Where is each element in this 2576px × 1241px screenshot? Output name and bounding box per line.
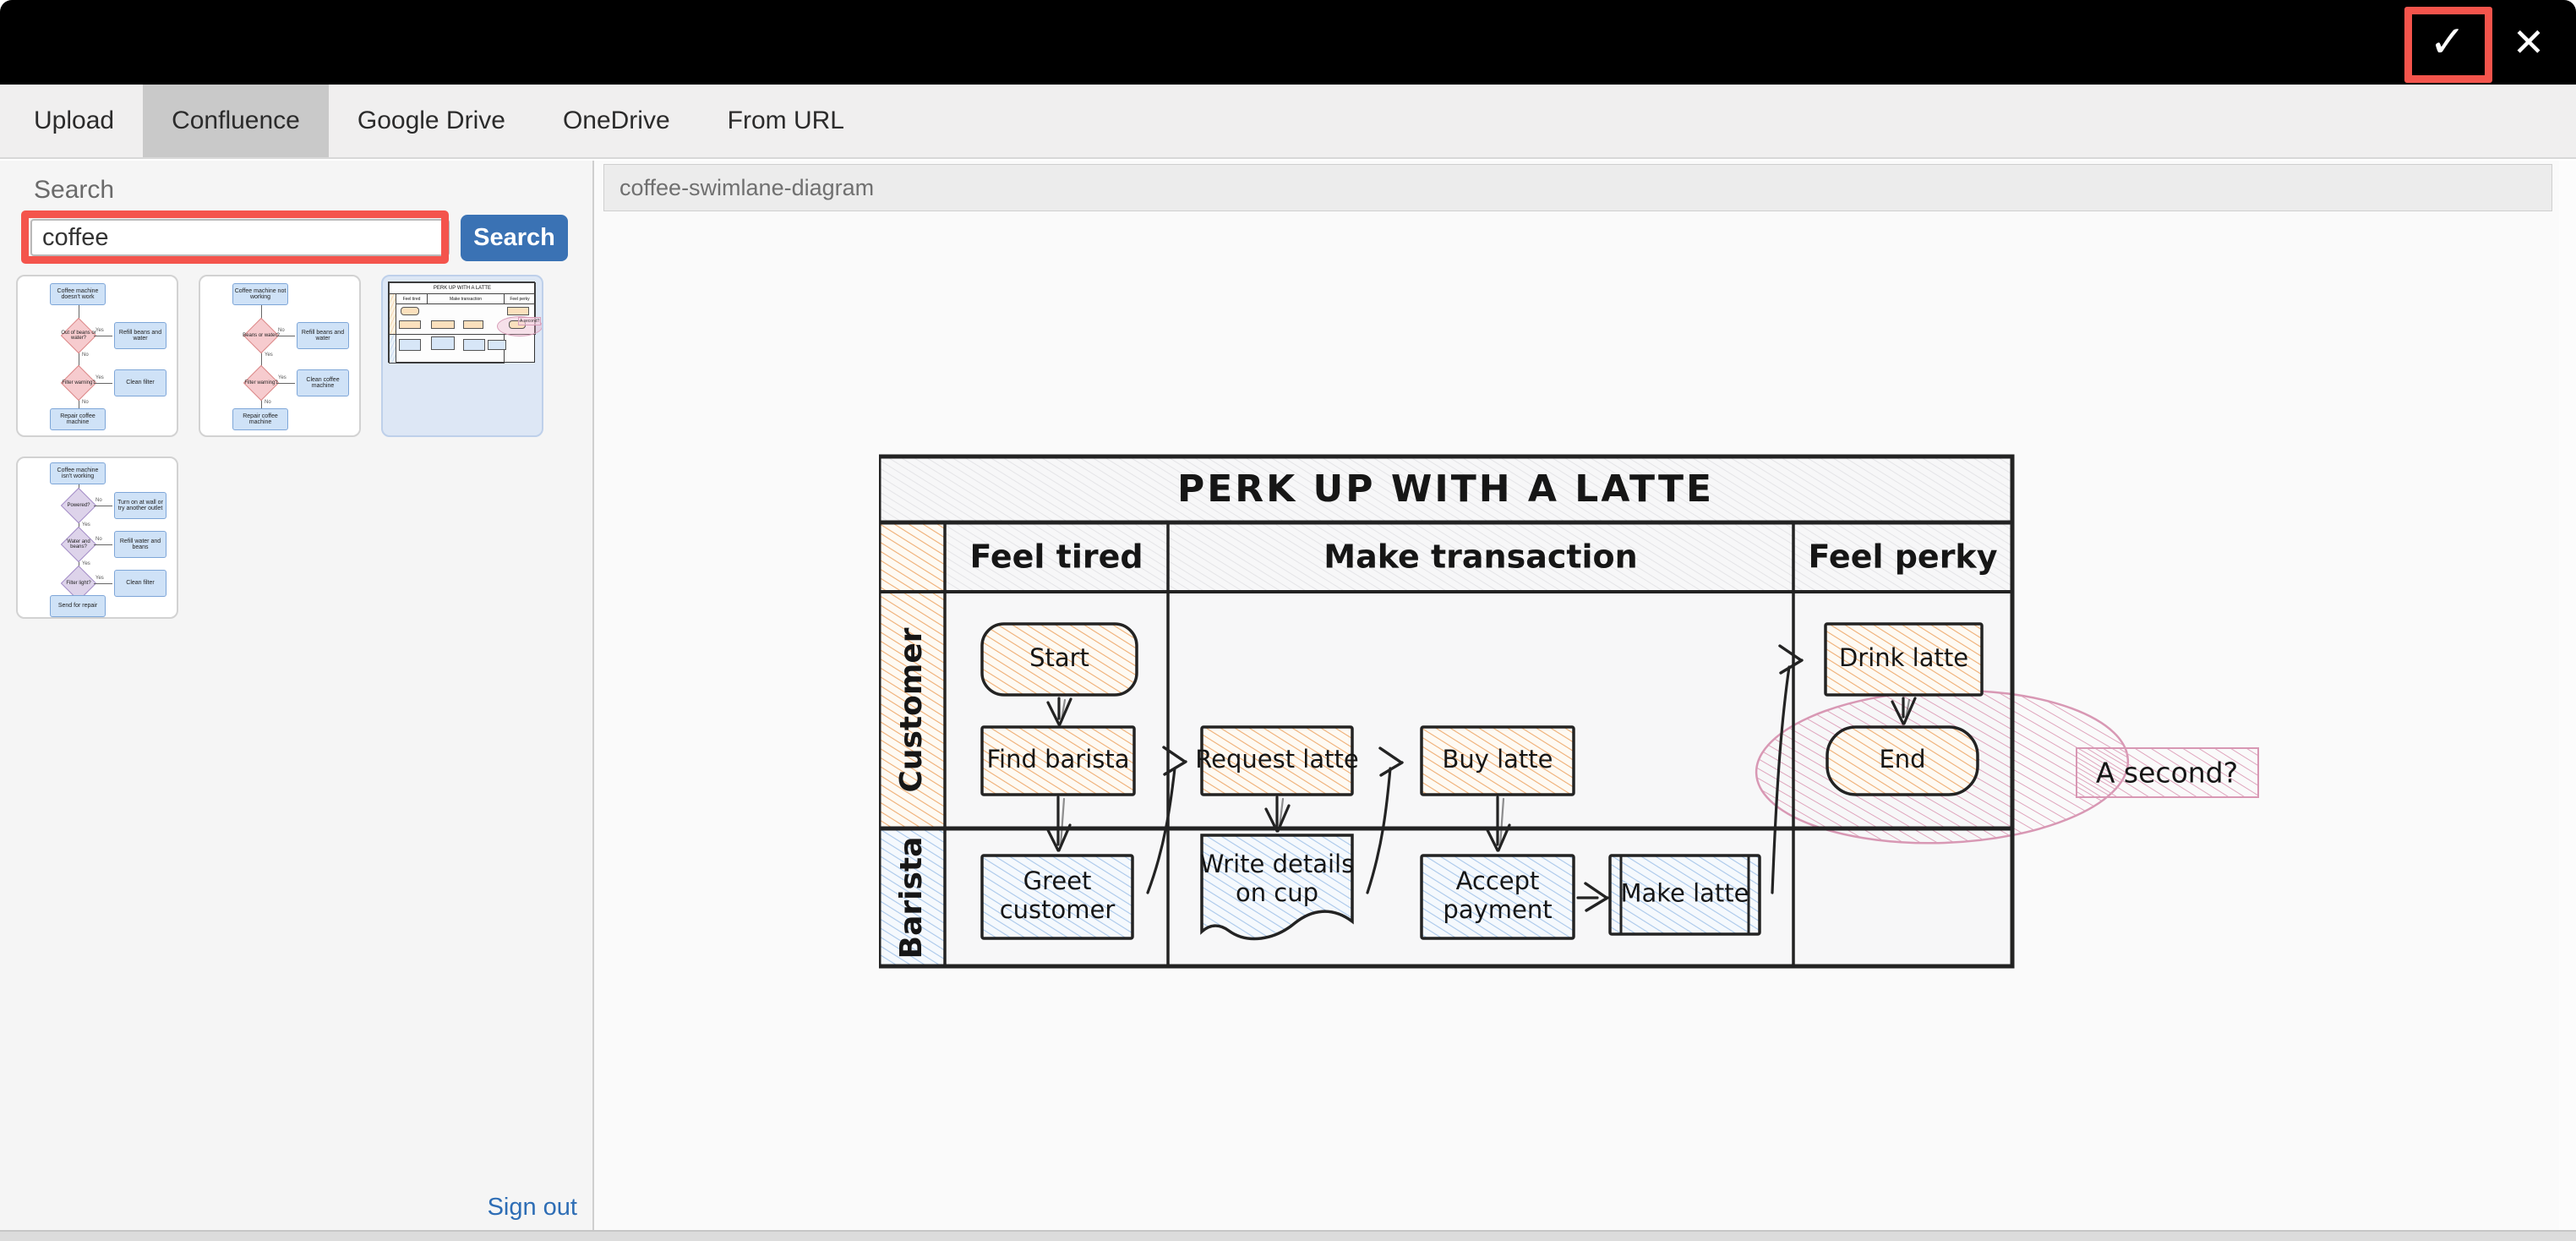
thumb-node-decision: Filter warning? [62, 380, 96, 385]
selected-file-bar: coffee-swimlane-diagram [603, 164, 2552, 211]
search-label: Search [34, 176, 115, 204]
thumb-node-end: Repair coffee machine [50, 408, 106, 430]
thumb-node-end: Repair coffee machine [232, 408, 288, 430]
window-bottom-edge [0, 1230, 2576, 1241]
tab-onedrive[interactable]: OneDrive [562, 107, 670, 134]
diagram-node-label-write-details: Write details [1200, 850, 1354, 878]
tab-google-drive[interactable]: Google Drive [357, 107, 505, 134]
confirm-button[interactable]: ✓ [2407, 0, 2488, 85]
close-icon: ✕ [2512, 20, 2546, 64]
diagram-node-label-greet-customer: Greet [1023, 867, 1092, 895]
diagram-node-make-latte [1608, 854, 1761, 936]
thumb-node-action: Refill beans and water [297, 322, 349, 349]
diagram-node-find-barista [980, 725, 1136, 796]
thumb-node-start: Coffee machine doesn't work [50, 283, 106, 305]
thumb-node-decision: Powered? [67, 503, 90, 508]
thumb-node-decision: Filter light? [66, 581, 91, 586]
diagram-node-request-latte [1200, 725, 1354, 796]
diagram-node-label-make-latte: Make latte [1620, 879, 1749, 908]
phase-header-feel-tired: Feel tired [969, 538, 1143, 576]
thumb-node-action: Refill beans and water [114, 322, 166, 349]
thumb-node-action: Refill water and beans [114, 531, 166, 558]
dialog-titlebar: ✓ ✕ [0, 0, 2576, 85]
diagram-title: PERK UP WITH A LATTE [1177, 467, 1714, 511]
thumb-annotation-label: A second? [518, 317, 542, 325]
thumb-node-end: Send for repair [50, 595, 106, 617]
phase-header-feel-perky: Feel perky [1809, 538, 1998, 576]
diagram-node-drink-latte [1824, 622, 1984, 697]
phase-header-make-transaction: Make transaction [1323, 538, 1637, 576]
diagram-node-end [1826, 725, 1979, 796]
thumb-node-action: Clean coffee machine [297, 369, 349, 396]
diagram-node-label-buy-latte: Buy latte [1442, 745, 1553, 774]
tab-from-url[interactable]: From URL [727, 107, 844, 134]
thumb-node-decision: Filter warning? [244, 380, 278, 385]
lane-label-barista: Barista [894, 837, 929, 959]
diagram-node-label-request-latte: Request latte [1195, 745, 1358, 774]
diagram-node-greet-customer [980, 854, 1134, 940]
diagram-node-start [980, 622, 1138, 697]
annotation-label: A second? [2096, 757, 2238, 790]
diagram-node-label-greet-customer: customer [1000, 895, 1116, 924]
tab-confluence[interactable]: Confluence [143, 85, 329, 157]
thumb-node-action: Clean filter [114, 570, 166, 597]
tab-upload[interactable]: Upload [34, 107, 115, 134]
thumb-node-start: Coffee machine not working [232, 283, 288, 305]
lane-label-customer: Customer [894, 627, 929, 792]
thumb-node-action: Turn on at wall or try another outlet [114, 492, 166, 519]
source-tabbar: Upload Confluence Google Drive OneDrive From… [0, 85, 2576, 159]
thumb-node-decision: Out of beans or water? [61, 331, 96, 341]
selected-filename: coffee-swimlane-diagram [619, 174, 875, 200]
diagram-node-buy-latte [1420, 725, 1575, 796]
diagram-node-label-find-barista: Find barista [986, 745, 1129, 774]
sign-out-link[interactable]: Sign out [487, 1194, 577, 1221]
search-input[interactable] [30, 219, 450, 256]
scroll-gutter [2559, 161, 2576, 1230]
search-sidebar: Search Search Coffee machine doesn't wor… [0, 161, 594, 1230]
diagram-node-label-start: Start [1029, 643, 1089, 672]
thumb-node-decision: Beans or water? [243, 333, 280, 338]
diagram-node-label-end: End [1879, 745, 1925, 774]
diagram-node-label-drink-latte: Drink latte [1839, 643, 1968, 672]
diagram-node-label-accept-payment: payment [1443, 895, 1552, 924]
diagram-node-label-write-details: on cup [1236, 878, 1318, 907]
annotation-box [2076, 747, 2259, 798]
diagram-node-label-accept-payment: Accept [1456, 867, 1540, 895]
thumb-node-decision: Water and beans? [67, 539, 90, 549]
diagram-node-write-details [1200, 834, 1354, 941]
thumb-node-start: Coffee machine isn't working [50, 462, 106, 484]
diagram-node-accept-payment [1420, 854, 1575, 940]
search-button[interactable]: Search [461, 215, 568, 261]
close-button[interactable]: ✕ [2488, 0, 2569, 85]
thumb-node-action: Clean filter [114, 369, 166, 396]
check-icon: ✓ [2429, 18, 2466, 67]
